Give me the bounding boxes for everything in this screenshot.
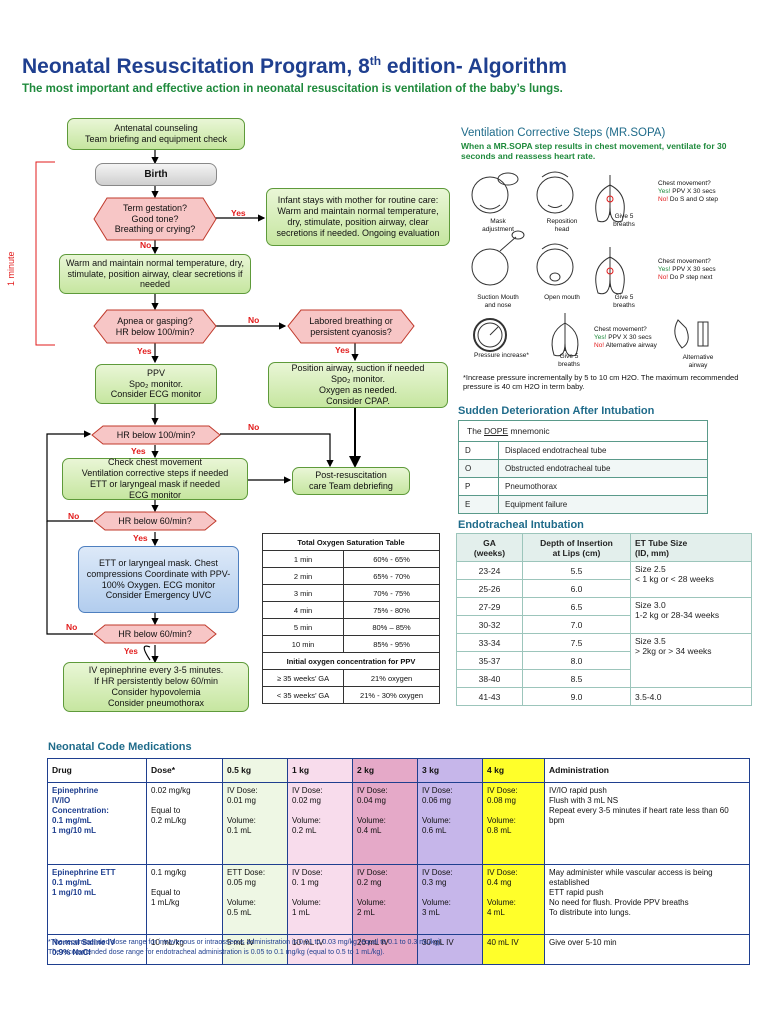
ett-table: GA (weeks)Depth of Insertion at Lips (cm…	[456, 533, 752, 706]
apnea-decision: Apnea or gasping? HR below 100/min?	[93, 309, 217, 344]
iv-epinephrine-box: IV epinephrine every 3-5 minutes. If HR …	[63, 662, 249, 712]
step-label: Alternative airway	[682, 354, 714, 369]
step-label: Give 5 breaths	[558, 353, 580, 368]
one-minute-label: 1 minute	[6, 251, 16, 286]
yes-label: Yes	[335, 345, 350, 355]
mrsopa-title: Ventilation Corrective Steps (MR.SOPA)	[461, 127, 666, 139]
airway-icon	[674, 319, 709, 349]
dope-title: Sudden Deterioration After Intubation	[458, 405, 655, 417]
no-label: No	[68, 511, 80, 521]
table-title: Total Oxygen Saturation Table	[262, 533, 440, 551]
footnote-2: The recommended dose range for endotrach…	[48, 949, 385, 956]
yes-label: Yes	[131, 446, 146, 456]
antenatal-counseling-box: Antenatal counseling Team briefing and e…	[67, 118, 245, 150]
mrsopa-subtitle: When a MR.SOPA step results in chest mov…	[461, 141, 727, 162]
table-title: Initial oxygen concentration for PPV	[262, 652, 440, 670]
position-airway-box: Position airway, suction if needed Spo₂ …	[268, 362, 448, 408]
step-label: Mask adjustment	[482, 218, 514, 233]
ett-compressions-box: ETT or laryngeal mask. Chest compression…	[78, 546, 239, 613]
table-row: Epinephrine IV/IO Concentration: 0.1 mg/…	[47, 781, 750, 865]
post-resuscitation-box: Post-resuscitation care Team debriefing	[292, 467, 410, 495]
hr-below-60-decision-2: HR below 60/min?	[93, 624, 217, 644]
ppv-box: PPV Spo₂ monitor. Consider ECG monitor	[95, 364, 217, 404]
birth-box: Birth	[95, 163, 217, 186]
check-chest-box: Check chest movement Ventilation correct…	[62, 457, 248, 500]
step-label: Suction Mouth and nose	[477, 294, 519, 309]
term-gestation-decision: Term gestation? Good tone? Breathing or …	[93, 197, 217, 241]
mrsopa-illustrations	[471, 171, 625, 357]
ett-title: Endotracheal Intubation	[458, 519, 584, 531]
table-row: Epinephrine ETT 0.1 mg/mL 1 mg/10 mL 0.1…	[47, 863, 750, 935]
no-label: No	[66, 622, 78, 632]
step-label: Pressure increase*	[474, 352, 529, 359]
footnote-1: *The recommended dose range for intraven…	[48, 939, 443, 946]
no-label: No	[248, 422, 260, 432]
no-label: No	[248, 315, 260, 325]
step-label: Open mouth	[544, 294, 580, 301]
yes-label: Yes	[124, 647, 138, 656]
labored-breathing-decision: Labored breathing or persistent cyanosis…	[287, 309, 415, 344]
yes-label: Yes	[133, 533, 148, 543]
step-label: Reposition head	[546, 218, 578, 233]
step-label: Give 5 breaths	[613, 294, 635, 309]
yes-label: Yes	[231, 208, 246, 218]
hr-below-100-decision: HR below 100/min?	[91, 425, 221, 445]
yes-label: Yes	[137, 346, 152, 356]
page-title: Neonatal Resuscitation Program, 8th edit…	[22, 54, 567, 78]
step-label: Give 5 breaths	[613, 213, 635, 228]
flowchart-connectors	[35, 148, 361, 664]
pressure-note: *Increase pressure incrementally by 5 to…	[463, 373, 739, 391]
infant-stays-box: Infant stays with mother for routine car…	[266, 188, 450, 246]
hr-below-60-decision: HR below 60/min?	[93, 511, 217, 531]
meds-title: Neonatal Code Medications	[48, 741, 192, 753]
medications-table: Drug Dose* 0.5 kg 1 kg 2 kg 3 kg 4 kg Ad…	[47, 758, 750, 965]
no-label: No	[140, 240, 152, 250]
page-subtitle: The most important and effective action …	[22, 83, 563, 95]
warm-maintain-box: Warm and maintain normal temperature, dr…	[59, 254, 251, 294]
table-row: Normal Saline IV 0.9% NaCl 10 mL/kg 5 mL…	[47, 933, 750, 965]
